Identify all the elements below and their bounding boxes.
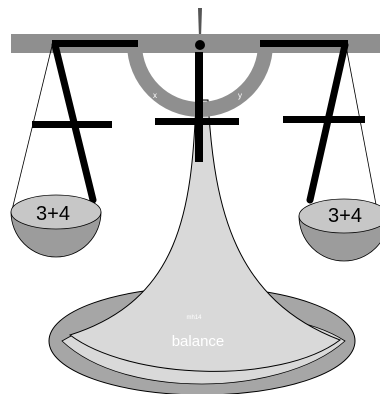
scale-stand [70,100,340,371]
base-label: balance [172,333,225,350]
left-pan-label: 3+4 [36,203,70,225]
dial-right-label: y [238,91,242,100]
dial-left-label: x [153,91,157,100]
pivot-dot [195,40,205,50]
base-watermark: mh14 [186,315,202,321]
needle-spike [198,8,202,38]
right-pan-label: 3+4 [328,205,362,227]
